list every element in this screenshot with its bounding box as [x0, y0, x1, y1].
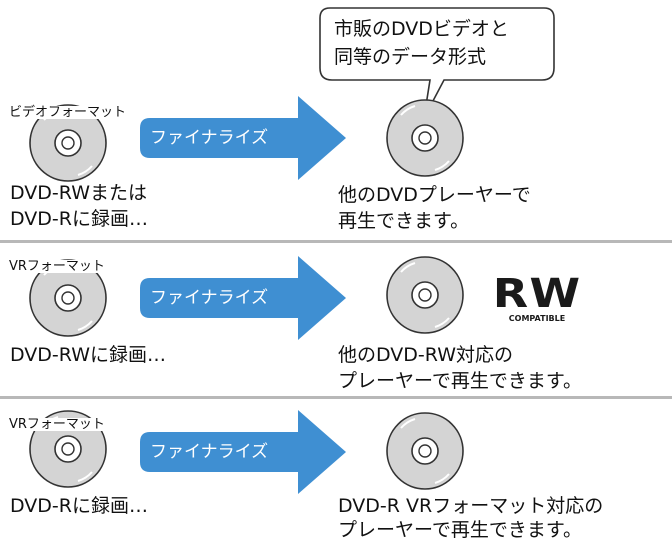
finalize-arrow-3 [140, 410, 346, 494]
finalize-label-3: ファイナライズ [150, 442, 269, 462]
right-caption-2-line-2: プレーヤーで再生できます。 [338, 370, 582, 392]
finalize-arrow-1 [140, 96, 346, 180]
right-caption-1-line-1: 他のDVDプレーヤーで [338, 184, 531, 206]
disc-icon-1-left [29, 104, 107, 182]
callout-text-line-1: 市販のDVDビデオと [334, 18, 509, 40]
left-caption-1-line-2: DVD-Rに録画… [10, 208, 148, 230]
callout-bubble [319, 7, 555, 119]
finalize-label-2: ファイナライズ [150, 288, 269, 308]
right-caption-2-line-1: 他のDVD-RW対応の [338, 344, 513, 366]
disc-icon-1-right [386, 99, 464, 177]
finalize-label-1: ファイナライズ [150, 128, 269, 148]
right-caption-1-line-2: 再生できます。 [338, 210, 470, 232]
rw-compatible-logo: RW COMPATIBLE [492, 274, 582, 323]
disc-icon-2-right [386, 256, 464, 334]
right-caption-3-line-1: DVD-R VRフォーマット対応の [338, 495, 604, 517]
format-label-2: VRフォーマット [8, 259, 106, 274]
row-divider-1 [0, 240, 672, 243]
format-label-3: VRフォーマット [8, 417, 106, 432]
finalize-arrow-2 [140, 256, 346, 340]
disc-icon-2-left [29, 259, 107, 337]
left-caption-2-line-1: DVD-RWに録画… [10, 344, 166, 366]
right-caption-3-line-2: プレーヤーで再生できます。 [338, 519, 582, 541]
format-label-1: ビデオフォーマット [8, 105, 128, 120]
disc-icon-3-right [386, 412, 464, 490]
row-divider-2 [0, 396, 672, 399]
left-caption-3-line-1: DVD-Rに録画… [10, 495, 148, 517]
rw-logo-sub: COMPATIBLE [508, 314, 566, 323]
callout-text-line-2: 同等のデータ形式 [334, 46, 487, 68]
left-caption-1-line-1: DVD-RWまたは [10, 182, 147, 204]
rw-logo-main: RW [492, 271, 582, 317]
